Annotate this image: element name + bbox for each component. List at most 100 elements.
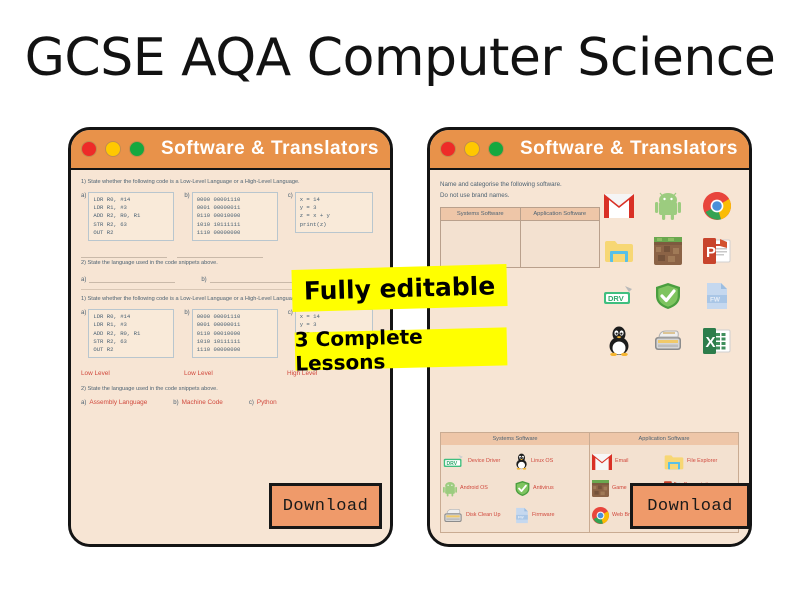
answered-snippet-a: a) LDR R0, #14 LDR R1, #3 ADD R2, R0, R1… (81, 309, 175, 358)
answered-q2-b-label: b) (173, 400, 179, 407)
chrome-icon (592, 507, 609, 524)
application-label-email: Email (615, 458, 629, 465)
minimise-yellow-dot-icon[interactable] (105, 141, 121, 157)
gmail-icon (592, 453, 612, 470)
left-card-titlebar: Software & Translators (71, 130, 390, 170)
blank-snippet-c-label: c) (287, 193, 293, 200)
systems-row-2: Android OS Antivirus (443, 475, 587, 502)
answered-snippet-b-label: b) (184, 310, 190, 317)
categorise-instruction-line2: Do not use brand names. (440, 191, 510, 199)
firmware-file-icon: FW (516, 507, 528, 524)
svg-text:FW: FW (518, 516, 524, 520)
download-button-left[interactable]: Download (269, 483, 382, 529)
categorise-instruction-line1: Name and categorise the following softwa… (440, 181, 562, 188)
application-entry-file-explorer: File Explorer (664, 448, 736, 475)
worksheet-divider (81, 289, 380, 291)
answer-table-header-systems: Systems Software (441, 433, 590, 445)
svg-text:FW: FW (710, 296, 721, 303)
answered-snippet-b-code: 0000 00001110 0001 00000011 0110 0001000… (191, 309, 278, 358)
systems-label-disk-cleanup: Disk Clean Up (466, 512, 501, 519)
left-card-body: 1) State whether the following code is a… (71, 170, 390, 544)
left-card-title: Software & Translators (161, 138, 379, 159)
blank-category-table: Systems Software Application Software (440, 206, 600, 268)
answered-snippet-c-label: c) (287, 310, 293, 317)
gmail-icon (597, 186, 641, 226)
application-label-game: Game (612, 485, 627, 492)
blank-table-header-systems: Systems Software (440, 206, 521, 221)
applications-row-3: Web Browser (592, 502, 736, 529)
systems-entry-antivirus: Antivirus (515, 475, 587, 502)
svg-text:DRV: DRV (447, 461, 458, 467)
blank-q2-a[interactable]: a) (81, 273, 176, 284)
blank-snippet-b-code: 0000 00001110 0001 00000011 0110 0001000… (191, 192, 278, 241)
svg-text:DRV: DRV (608, 294, 624, 303)
answer-table-header-row: Systems Software Application Software (441, 433, 738, 445)
antivirus-shield-icon (646, 276, 690, 316)
right-worksheet-card: Software & Translators Name and categori… (427, 127, 752, 547)
close-red-dot-icon[interactable] (440, 141, 456, 157)
minimise-yellow-dot-icon[interactable] (464, 141, 480, 157)
application-entry-web-browser: Web Browser (592, 502, 664, 529)
systems-entry-firmware: FW Firmware (515, 502, 587, 529)
page-title: GCSE AQA Computer Science (24, 28, 776, 88)
svg-text:X: X (706, 334, 716, 351)
answered-snippet-a-label: a) (81, 310, 87, 317)
application-label-file-explorer: File Explorer (687, 458, 718, 465)
completed-category-table: Systems Software Application Software DR… (440, 432, 739, 533)
answered-snippet-a-code: LDR R0, #14 LDR R1, #3 ADD R2, R0, R1 ST… (88, 309, 175, 358)
application-entry-game: Game (592, 475, 664, 502)
device-driver-icon: DRV (443, 454, 463, 467)
applications-row-1: Email File Explorer (592, 448, 736, 475)
maximise-green-dot-icon[interactable] (488, 141, 504, 157)
disk-cleanup-icon (646, 321, 690, 361)
blank-q2-a-label: a) (81, 277, 87, 284)
firmware-file-icon: FW (695, 276, 739, 316)
answered-q2-a: a) Assembly Language (81, 399, 147, 406)
answered-q1-text: 1) State whether the following code is a… (81, 296, 300, 303)
maximise-green-dot-icon[interactable] (129, 141, 145, 157)
right-card-body: Name and categorise the following softwa… (430, 170, 749, 544)
answered-q2-b: b) Machine Code (173, 399, 223, 406)
blank-table-cell-applications[interactable] (519, 219, 600, 268)
answered-q2-c-label: c) (248, 400, 254, 407)
blank-q2-answer-row: a) b) (81, 273, 380, 284)
systems-label-antivirus: Antivirus (533, 485, 554, 492)
answered-q1-answers: Low Level Low Level High Level (81, 362, 380, 380)
excel-icon: X (695, 321, 739, 361)
blank-table-header-applications: Application Software (519, 206, 600, 221)
minecraft-icon (646, 231, 690, 271)
answer-column-systems: DRV Device Driver Linux OS Android OS (441, 445, 590, 532)
answered-q2-b-value: Machine Code (181, 399, 223, 407)
linux-penguin-icon (516, 453, 527, 470)
close-red-dot-icon[interactable] (81, 141, 97, 157)
answer-table-header-applications: Application Software (638, 436, 690, 442)
blank-snippet-c-code: x = 14 y = 3 z = x + y print(z) (294, 192, 373, 233)
answered-snippet-row: a) LDR R0, #14 LDR R1, #3 ADD R2, R0, R1… (81, 309, 380, 358)
blank-q2-b[interactable]: b) (201, 273, 296, 284)
minecraft-icon (592, 480, 609, 497)
blank-rule-b[interactable] (177, 248, 263, 258)
antivirus-shield-icon (515, 481, 530, 496)
right-card-titlebar: Software & Translators (430, 130, 749, 170)
blank-rule-a[interactable] (81, 248, 167, 258)
systems-label-linux: Linux OS (531, 458, 554, 465)
blank-q2-text: 2) State the language used in the code s… (81, 259, 218, 266)
folder-icon (597, 231, 641, 271)
answered-q2-text: 2) State the language used in the code s… (81, 385, 218, 392)
blank-table-cell-systems[interactable] (440, 219, 521, 268)
answered-q2-a-label: a) (81, 400, 87, 407)
banner-three-complete-lessons: 3 Complete Lessons (294, 324, 508, 376)
answer-a-value: Low Level (81, 369, 110, 377)
systems-row-3: Disk Clean Up FW Firmware (443, 502, 587, 529)
android-icon (443, 481, 457, 497)
blank-snippet-a-code: LDR R0, #14 LDR R1, #3 ADD R2, R0, R1 ST… (88, 192, 175, 241)
answer-b-value: Low Level (184, 369, 213, 377)
svg-text:P: P (706, 244, 716, 261)
systems-label-android: Android OS (460, 485, 488, 492)
answered-q2-c-value: Python (256, 399, 277, 407)
download-button-right[interactable]: Download (630, 483, 750, 529)
answered-q2-c: c) Python (249, 399, 277, 406)
application-label-web-browser: Web Browser (612, 512, 645, 519)
systems-label-device-driver: Device Driver (468, 458, 501, 465)
systems-entry-disk-cleanup: Disk Clean Up (443, 502, 515, 529)
